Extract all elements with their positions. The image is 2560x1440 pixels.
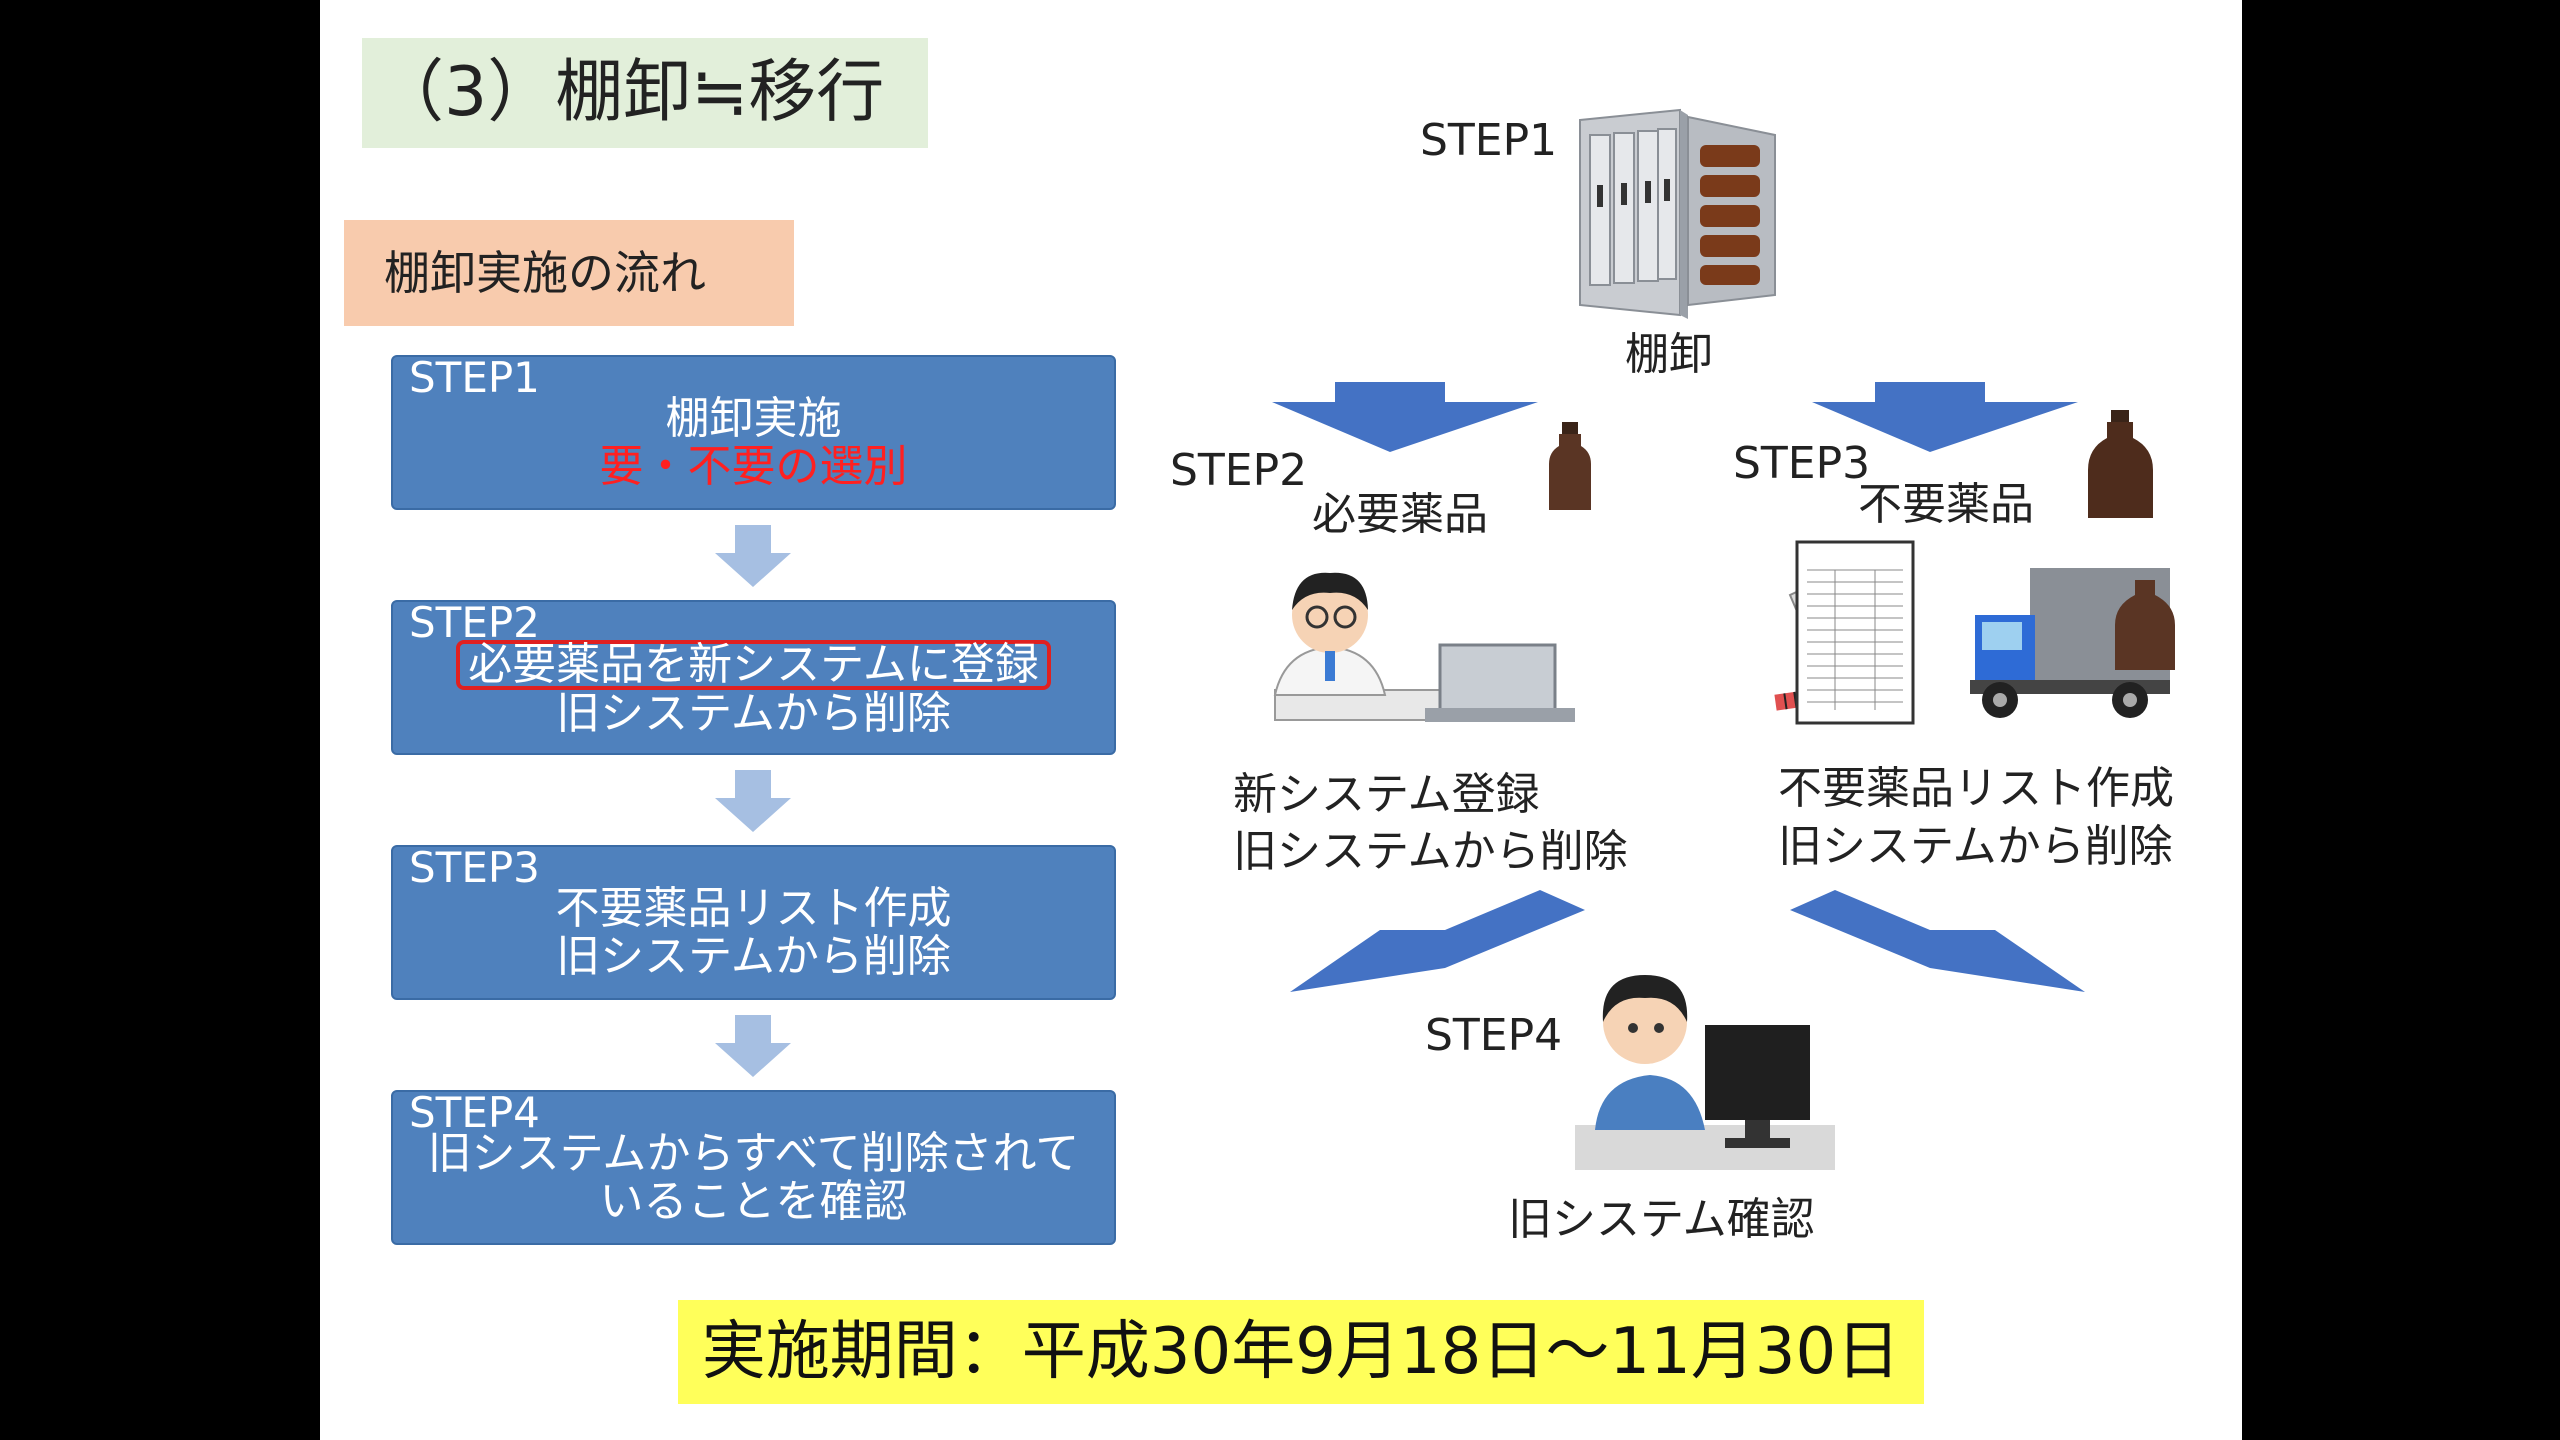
arrow-icon <box>1272 382 1538 452</box>
arrow-icon <box>1790 890 2085 992</box>
arrow-icon <box>1290 890 1585 992</box>
flow-label: 棚卸実施の流れ <box>344 220 794 326</box>
step3-line1: 不要薬品リスト作成 <box>555 883 952 934</box>
operator-icon <box>1575 975 1835 1170</box>
step2-line2: 旧システムから削除 <box>556 688 951 739</box>
list-document-icon <box>1795 540 1915 725</box>
flow-arrow-icon <box>715 1015 791 1077</box>
step1-line2: 要・不要の選別 <box>599 441 908 492</box>
laptop-icon <box>1425 643 1575 722</box>
bottle-icon <box>2088 410 2153 518</box>
diagram-step2-label: STEP2 <box>1170 445 1308 496</box>
step4-line2: いることを確認 <box>599 1176 908 1227</box>
diagram-step1-label: STEP1 <box>1420 115 1558 166</box>
truck-icon <box>1970 568 2175 718</box>
slide: （3）棚卸≒移行 棚卸実施の流れ STEP1 棚卸実施 要・不要の選別 STEP… <box>320 0 2242 1440</box>
step1-box: STEP1 棚卸実施 要・不要の選別 <box>391 355 1116 510</box>
flow-arrow-icon <box>715 525 791 587</box>
step2-box: STEP2 必要薬品を新システムに登録 旧システムから削除 <box>391 600 1116 755</box>
step2-title: STEP2 <box>409 598 540 647</box>
diagram-step2-caption-line1: 新システム登録 <box>1233 769 1540 820</box>
bottle-icon <box>1549 422 1591 510</box>
flow-arrow-icon <box>715 770 791 832</box>
step4-box: STEP4 旧システムからすべて削除されて いることを確認 <box>391 1090 1116 1245</box>
diagram-step3-caption-line1: 不要薬品リスト作成 <box>1778 763 2174 814</box>
step3-line2: 旧システムから削除 <box>556 931 951 982</box>
diagram-step3-item: 不要薬品 <box>1858 479 2034 530</box>
step3-title: STEP3 <box>409 843 540 892</box>
step3-box: STEP3 不要薬品リスト作成 旧システムから削除 <box>391 845 1116 1000</box>
diagram-step2-item: 必要薬品 <box>1312 489 1488 540</box>
step4-title: STEP4 <box>409 1088 540 1137</box>
diagram-step4-label: STEP4 <box>1425 1010 1563 1061</box>
step1-title: STEP1 <box>409 353 540 402</box>
period-banner: 実施期間：平成30年9月18日～11月30日 <box>678 1300 1924 1404</box>
monitor-icon <box>1705 1025 1810 1148</box>
diagram-step1-caption: 棚卸 <box>1625 329 1713 380</box>
diagram-step3-label: STEP3 <box>1733 438 1871 489</box>
slide-title: （3）棚卸≒移行 <box>362 38 928 148</box>
step1-line1: 棚卸実施 <box>665 393 842 444</box>
diagram-step4-caption: 旧システム確認 <box>1508 1194 1815 1245</box>
arrow-icon <box>1812 382 2078 452</box>
step2-line1-highlight: 必要薬品を新システムに登録 <box>456 640 1051 690</box>
diagram-step2-caption-line2: 旧システムから削除 <box>1233 826 1628 877</box>
diagram-step3-caption-line2: 旧システムから削除 <box>1778 821 2173 872</box>
cabinet-icon <box>1579 108 1776 319</box>
step4-line1: 旧システムからすべて削除されて <box>427 1128 1080 1179</box>
